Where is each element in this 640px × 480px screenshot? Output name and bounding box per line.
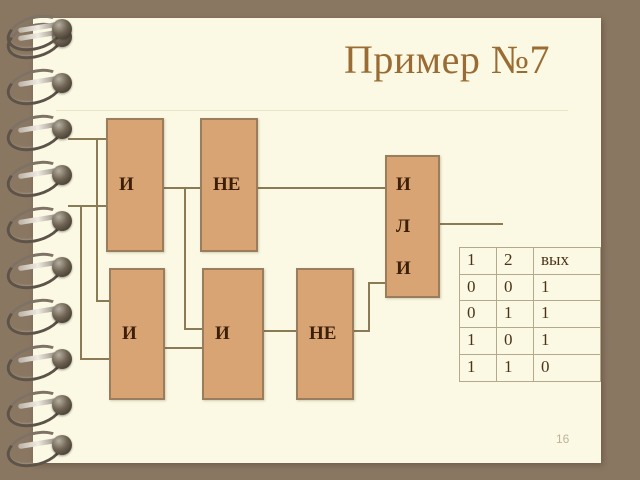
table-cell: 0 (496, 273, 534, 302)
wire-or-output (439, 223, 503, 225)
gate-and-bottom-mid[interactable]: И (202, 268, 264, 400)
table-header-cell: вых (533, 247, 601, 275)
wire-input1-branch-down (96, 138, 98, 302)
spiral-ring (2, 154, 72, 204)
table-cell: 1 (459, 353, 497, 382)
table-row: 1 1 0 (459, 353, 601, 382)
gate-label-line-1: И (396, 173, 411, 195)
spiral-ring (2, 200, 72, 250)
spiral-ring (2, 8, 72, 58)
wire-and1-tap-down (184, 187, 186, 330)
table-row: 1 0 1 (459, 327, 601, 355)
spiral-ring (2, 338, 72, 388)
table-cell: 1 (496, 300, 534, 329)
gate-label: НЕ (309, 323, 337, 344)
table-header-cell: 2 (496, 247, 534, 275)
gate-not-top[interactable]: НЕ (200, 118, 258, 252)
gate-label: И (215, 323, 230, 344)
wire-and2-to-and3 (164, 347, 202, 349)
wire-not2-into-or (368, 282, 388, 284)
spiral-ring (2, 292, 72, 342)
table-cell: 1 (533, 300, 601, 329)
wire-and3-to-not2 (264, 330, 296, 332)
table-cell: 1 (533, 273, 601, 302)
table-cell: 1 (496, 353, 534, 382)
wire-not1-to-or (257, 187, 387, 189)
gate-label-line-2: Л (396, 215, 411, 237)
wire-input1-branch-into-and2 (96, 300, 110, 302)
spiral-ring (2, 246, 72, 296)
truth-table: 1 2 вых 0 0 1 0 1 1 1 0 1 1 1 0 (459, 247, 601, 382)
spiral-ring (2, 108, 72, 158)
wire-input2-main (68, 205, 108, 207)
wire-input2-branch-down (80, 205, 82, 360)
wire-not2-out (354, 330, 370, 332)
gate-label: И (119, 174, 134, 195)
wire-not2-up (368, 282, 370, 332)
table-cell: 1 (459, 327, 497, 355)
spiral-ring (2, 62, 72, 112)
gate-or-right[interactable]: И Л И (385, 155, 440, 298)
spiral-ring (2, 424, 72, 474)
gate-and-bottom-left[interactable]: И (109, 268, 165, 400)
gate-label: НЕ (213, 174, 241, 195)
wire-input2-branch-into-and2 (80, 358, 110, 360)
table-cell: 0 (459, 273, 497, 302)
wire-and1-to-not1 (163, 187, 203, 189)
gate-and-top-left[interactable]: И (106, 118, 164, 252)
page-title: Пример №7 (343, 37, 550, 82)
table-row: 0 1 1 (459, 300, 601, 329)
table-cell: 1 (533, 327, 601, 355)
gate-not-bottom[interactable]: НЕ (296, 268, 354, 400)
spiral-binding (0, 8, 86, 474)
table-cell: 0 (496, 327, 534, 355)
table-row: 0 0 1 (459, 273, 601, 302)
spiral-ring (2, 384, 72, 434)
gate-label: И (122, 323, 137, 344)
table-header-row: 1 2 вых (459, 247, 601, 275)
table-header-cell: 1 (459, 247, 497, 275)
gate-label-line-3: И (396, 258, 411, 280)
title-divider (56, 110, 568, 111)
wire-input1-main (68, 138, 108, 140)
table-cell: 0 (533, 353, 601, 382)
table-cell: 0 (459, 300, 497, 329)
page-number: 16 (556, 432, 570, 446)
wire-and1-tap-into-and3 (184, 328, 202, 330)
